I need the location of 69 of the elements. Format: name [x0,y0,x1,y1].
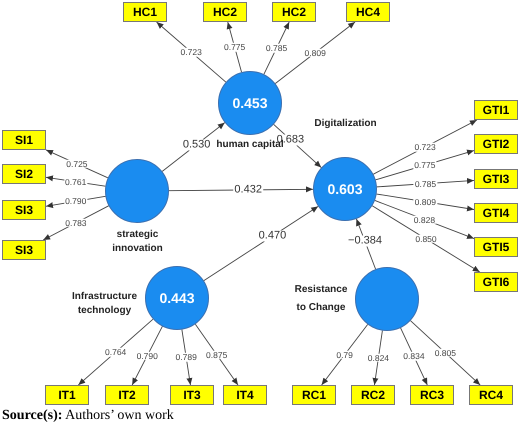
arrow [410,320,481,386]
arrow [321,324,368,386]
arrow [181,329,192,386]
edge-label: 0.79 [335,350,354,359]
arrow [156,22,226,82]
indicator-box: SI2 [2,164,46,184]
construct-label: strategic innovation [111,228,164,256]
indicator-box: HC2 [272,2,316,22]
arrow [263,22,290,75]
edge-label: 0.723 [180,48,203,56]
edge-label: 0.775 [222,42,246,52]
edge-label: 0.783 [64,218,88,228]
construct-label: Infrastructure technology [70,290,138,318]
edge-label: 0.723 [413,142,437,152]
indicator-box: GTI5 [474,237,518,257]
indicator-box: HC4 [346,2,390,22]
arrow [372,205,480,272]
indicator-box: RC1 [292,385,336,405]
edge-label: 0.775 [413,160,436,170]
edge-label: 0.805 [434,348,457,358]
edge-label: 0.432 [233,184,263,196]
edge-label: 0.824 [366,354,390,362]
edge-label: 0.761 [64,178,88,186]
edge-label: 0.809 [304,48,327,57]
indicator-box: SI1 [2,130,46,150]
indicator-box: SI3 [2,240,46,260]
indicator-box: IT2 [105,385,149,405]
indicator-box: IT4 [223,385,267,405]
indicator-box: GTI6 [474,272,518,292]
arrow [42,205,110,240]
indicator-box: IT3 [170,385,214,405]
indicator-box: GTI1 [474,100,518,120]
edge-label: 0.790 [136,351,159,360]
arrow [374,200,474,239]
indicator-box: RC2 [351,385,395,405]
arrow [400,328,428,386]
edge-label: 0.828 [412,215,436,224]
edge-label: 0.809 [414,198,437,206]
indicator-box: HC1 [123,2,167,22]
edge-label: 0.875 [205,350,228,359]
edge-label: 0.790 [64,197,88,206]
edge-label: 0.785 [414,179,438,188]
arrow [274,22,356,84]
caption: Source(s): Authors’ own work [2,407,174,425]
edge-label: −0.384 [347,236,383,247]
indicator-box: SI3 [2,200,46,220]
arrow [78,318,154,386]
edge-label: 0.764 [104,348,128,356]
edge-label: 0.834 [402,352,426,361]
arrow [376,194,474,212]
edge-label: 0.789 [174,353,198,362]
arrow [194,324,238,386]
edge-label: 0.725 [65,160,89,168]
indicator-box: RC4 [469,385,513,405]
indicator-box: HC2 [203,2,247,22]
indicator-box: RC3 [410,385,454,405]
indicator-box: GTI4 [474,203,518,223]
indicator-box: IT1 [45,385,89,405]
arrow [226,22,242,73]
edge-label: 0.470 [258,230,288,242]
arrow [132,326,163,386]
construct-label: Resistance to Change [294,283,348,315]
edge-label: 0.785 [264,44,288,52]
construct-label: Digitalization [313,117,378,131]
arrow [372,120,478,175]
edge-label: 0.530 [182,139,212,150]
edge-label: 0.850 [414,234,438,244]
indicator-box: GTI3 [474,169,518,189]
indicator-box: GTI2 [474,134,518,154]
